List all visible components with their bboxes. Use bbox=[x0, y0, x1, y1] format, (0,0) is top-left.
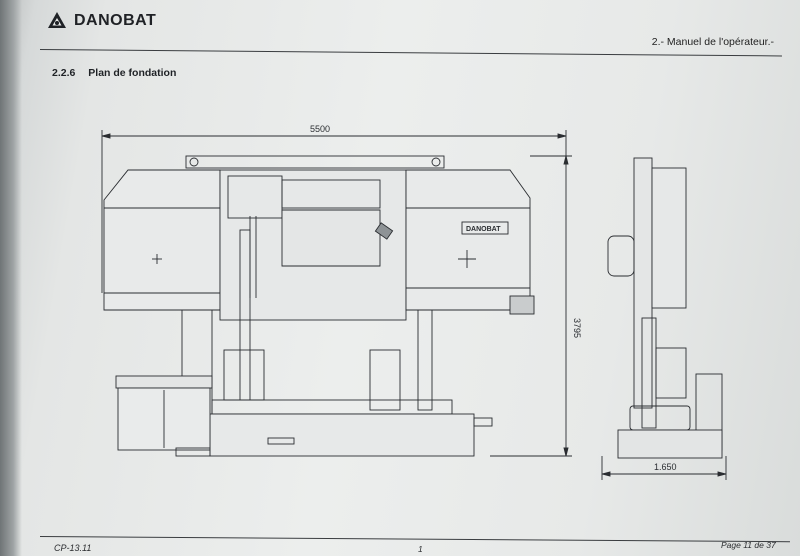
control-cabinet bbox=[115, 375, 213, 457]
doc-code: CP-13.11 bbox=[54, 543, 92, 553]
section-number: 2.2.6 bbox=[52, 67, 76, 79]
top-rail bbox=[185, 155, 445, 169]
left-wheel-housing bbox=[103, 169, 221, 311]
center-mark: 1 bbox=[418, 544, 423, 554]
height-dimension bbox=[490, 155, 572, 457]
side-depth-label: 1.650 bbox=[654, 462, 677, 472]
page-edge-shadow bbox=[0, 0, 22, 556]
brand-name: DANOBAT bbox=[74, 12, 157, 29]
width-dimension bbox=[101, 130, 567, 293]
foundation-plan-drawing: 5500 3795 1.650 DANOBAT bbox=[101, 124, 727, 480]
section-title: Plan de fondation bbox=[88, 67, 177, 79]
footer-divider bbox=[39, 536, 790, 543]
danobat-logo-icon bbox=[48, 12, 66, 28]
section-heading: 2.2.6 Plan de fondation bbox=[52, 67, 176, 79]
manual-title: 2.- Manuel de l'opérateur.- bbox=[651, 36, 774, 48]
height-dimension-label: 3795 bbox=[572, 318, 582, 338]
width-dimension-label: 5500 bbox=[310, 124, 330, 134]
machine-base bbox=[181, 229, 493, 457]
page-number: Page 11 de 37 bbox=[721, 540, 776, 550]
right-wheel-housing bbox=[405, 169, 535, 315]
header-divider bbox=[39, 49, 782, 57]
machine-plate-label: DANOBAT bbox=[466, 226, 501, 233]
side-view bbox=[601, 157, 727, 480]
central-frame bbox=[219, 169, 407, 321]
brand-logo: DANOBAT bbox=[46, 10, 156, 32]
